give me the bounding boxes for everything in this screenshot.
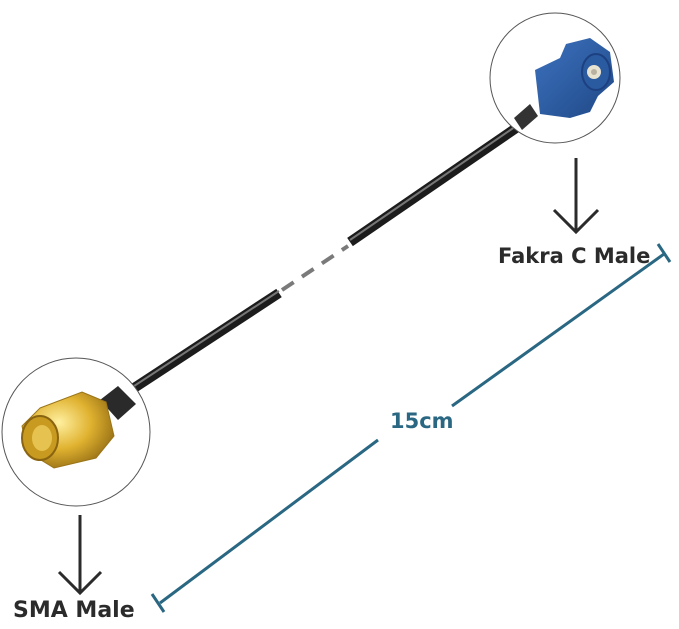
fakra-connector (489, 12, 621, 235)
cable (125, 119, 525, 397)
sma-connector (1, 357, 151, 596)
sma-connector-label: SMA Male (13, 598, 135, 623)
dimension-line (150, 243, 672, 613)
length-label: 15cm (390, 409, 454, 433)
fakra-connector-label: Fakra C Male (498, 244, 651, 268)
